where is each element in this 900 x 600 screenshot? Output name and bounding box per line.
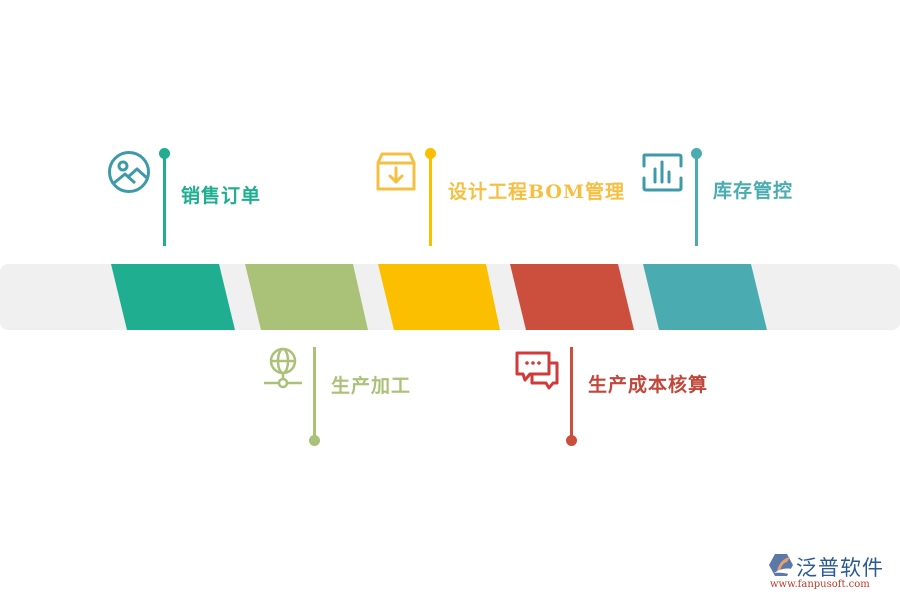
bar-chart-frame-icon	[642, 153, 683, 192]
timeline-segments	[111, 264, 767, 330]
step-label: 设计工程BOM管理	[448, 181, 625, 203]
step-label: 生产成本核算	[588, 374, 709, 396]
image-landscape-icon	[108, 151, 150, 193]
marker-dot	[309, 435, 320, 446]
step-label: 销售订单	[181, 185, 262, 207]
marker-dot	[425, 148, 436, 159]
globe-network-icon	[264, 347, 302, 389]
box-download-icon	[376, 152, 416, 191]
logo-mark-icon	[769, 554, 793, 576]
step-label: 库存管控	[713, 180, 794, 202]
marker-dot	[691, 148, 702, 159]
marker-stem	[163, 154, 166, 246]
chat-bubbles-icon	[515, 351, 559, 390]
segment-production	[245, 264, 368, 330]
marker-stem	[429, 154, 432, 246]
step-label: 生产加工	[331, 375, 412, 397]
brand-logo: 泛普软件 www.fanpusoft.com	[768, 552, 894, 598]
marker-stem	[313, 347, 316, 439]
marker-stem	[695, 154, 698, 246]
segment-design-bom	[378, 264, 500, 330]
logo-url: www.fanpusoft.com	[770, 579, 870, 590]
logo-name: 泛普软件	[796, 556, 884, 580]
segment-cost-accounting	[510, 264, 634, 330]
segment-inventory	[643, 264, 767, 330]
marker-dot	[159, 148, 170, 159]
marker-stem	[570, 347, 573, 439]
marker-dot	[566, 435, 577, 446]
segment-sales-order	[111, 264, 235, 330]
